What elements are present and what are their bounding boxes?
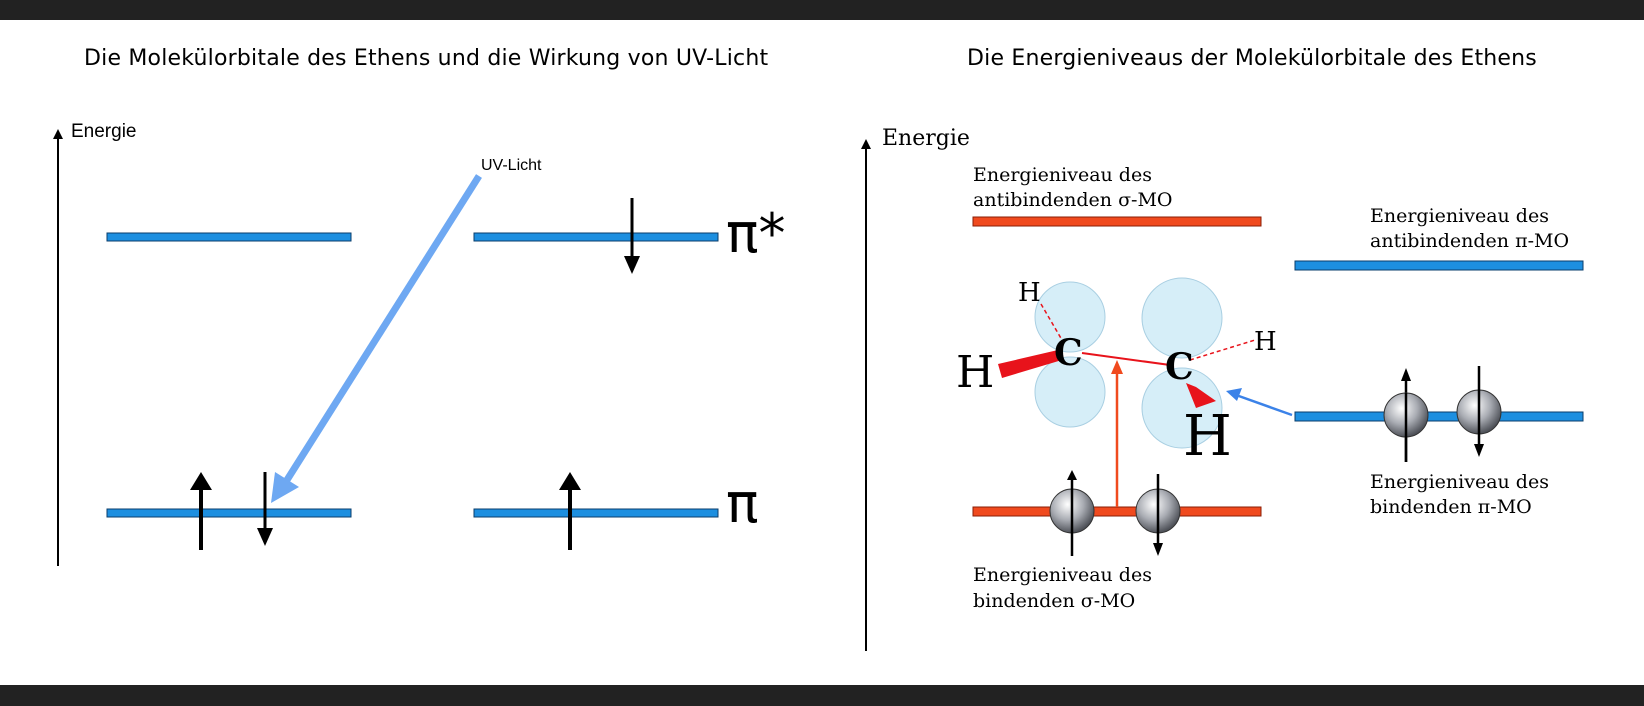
pi-star-label: π* xyxy=(726,202,786,265)
p-orbital-lobe-right-top xyxy=(1141,277,1223,359)
svg-text:bindenden π-MO: bindenden π-MO xyxy=(1370,496,1532,518)
hydrogen-atom-left: H xyxy=(956,347,994,398)
svg-text:Energieniveau des: Energieniveau des xyxy=(973,564,1152,586)
carbon-carbon-bond xyxy=(1081,352,1171,366)
left-excited-pi-star-level xyxy=(473,232,719,242)
uv-light-label: UV-Licht xyxy=(481,157,542,174)
svg-text:antibindenden π-MO: antibindenden π-MO xyxy=(1370,230,1569,252)
wedge-bond-left xyxy=(998,350,1062,378)
sigma-excitation-arrow xyxy=(1111,360,1123,507)
pi-level-bar xyxy=(1294,411,1584,422)
right-panel-title: Die Energieniveaus der Molekülorbitale d… xyxy=(967,46,1537,71)
left-axis-label: Energie xyxy=(71,121,137,142)
svg-text:antibindenden σ-MO: antibindenden σ-MO xyxy=(973,189,1173,211)
pi-orbital-pointer-arrow xyxy=(1226,388,1293,417)
pi-level-label: Energieniveau des bindenden π-MO xyxy=(1370,471,1549,518)
pi-star-level-bar xyxy=(1294,260,1584,271)
wedge-bond-right xyxy=(1186,383,1216,408)
sigma-level-bar xyxy=(972,506,1262,517)
ethene-molecule: C C H H H H xyxy=(956,277,1277,469)
left-excited-spin-down-arrow xyxy=(624,198,640,274)
sigma-level-label: Energieniveau des bindenden σ-MO xyxy=(973,564,1152,612)
uv-light-arrow xyxy=(271,174,482,503)
pi-electron-down xyxy=(1456,366,1502,457)
left-ground-spin-down-arrow xyxy=(257,472,273,546)
left-excited-spin-up-arrow xyxy=(559,472,581,550)
sigma-star-level-bar xyxy=(972,216,1262,227)
p-orbital-lobe-left-top xyxy=(1034,281,1106,353)
left-panel-title: Die Molekülorbitale des Ethens und die W… xyxy=(84,46,769,71)
hydrogen-atom-right: H xyxy=(1254,327,1277,357)
svg-text:Energieniveau des: Energieniveau des xyxy=(973,164,1152,186)
pi-star-level-label: Energieniveau des antibindenden π-MO xyxy=(1370,205,1569,252)
svg-text:Energieniveau des: Energieniveau des xyxy=(1370,471,1549,493)
pi-electron-up xyxy=(1383,368,1429,462)
right-axis-label: Energie xyxy=(882,126,970,151)
left-ground-pi-star-level xyxy=(106,232,352,242)
svg-text:bindenden σ-MO: bindenden σ-MO xyxy=(973,590,1135,612)
bottom-frame-bar xyxy=(0,685,1644,706)
top-frame-bar xyxy=(0,0,1644,20)
carbon-atom-right: C xyxy=(1165,346,1194,388)
left-ground-spin-up-arrow xyxy=(190,472,212,550)
left-ground-pi-level xyxy=(106,508,352,518)
left-excited-pi-level xyxy=(473,508,719,518)
pi-label: π xyxy=(726,472,759,535)
dashed-bond-right xyxy=(1189,339,1256,361)
hydrogen-atom-top-left: H xyxy=(1018,278,1041,308)
carbon-atom-left: C xyxy=(1054,332,1083,374)
svg-text:Energieniveau des: Energieniveau des xyxy=(1370,205,1549,227)
sigma-electron-down xyxy=(1135,474,1181,556)
sigma-star-level-label: Energieniveau des antibindenden σ-MO xyxy=(973,164,1173,211)
p-orbital-lobe-right-bottom xyxy=(1141,367,1223,449)
hydrogen-atom-bottom-right: H xyxy=(1183,404,1232,469)
sigma-electron-up xyxy=(1049,470,1095,556)
p-orbital-lobe-left-bottom xyxy=(1034,356,1106,428)
